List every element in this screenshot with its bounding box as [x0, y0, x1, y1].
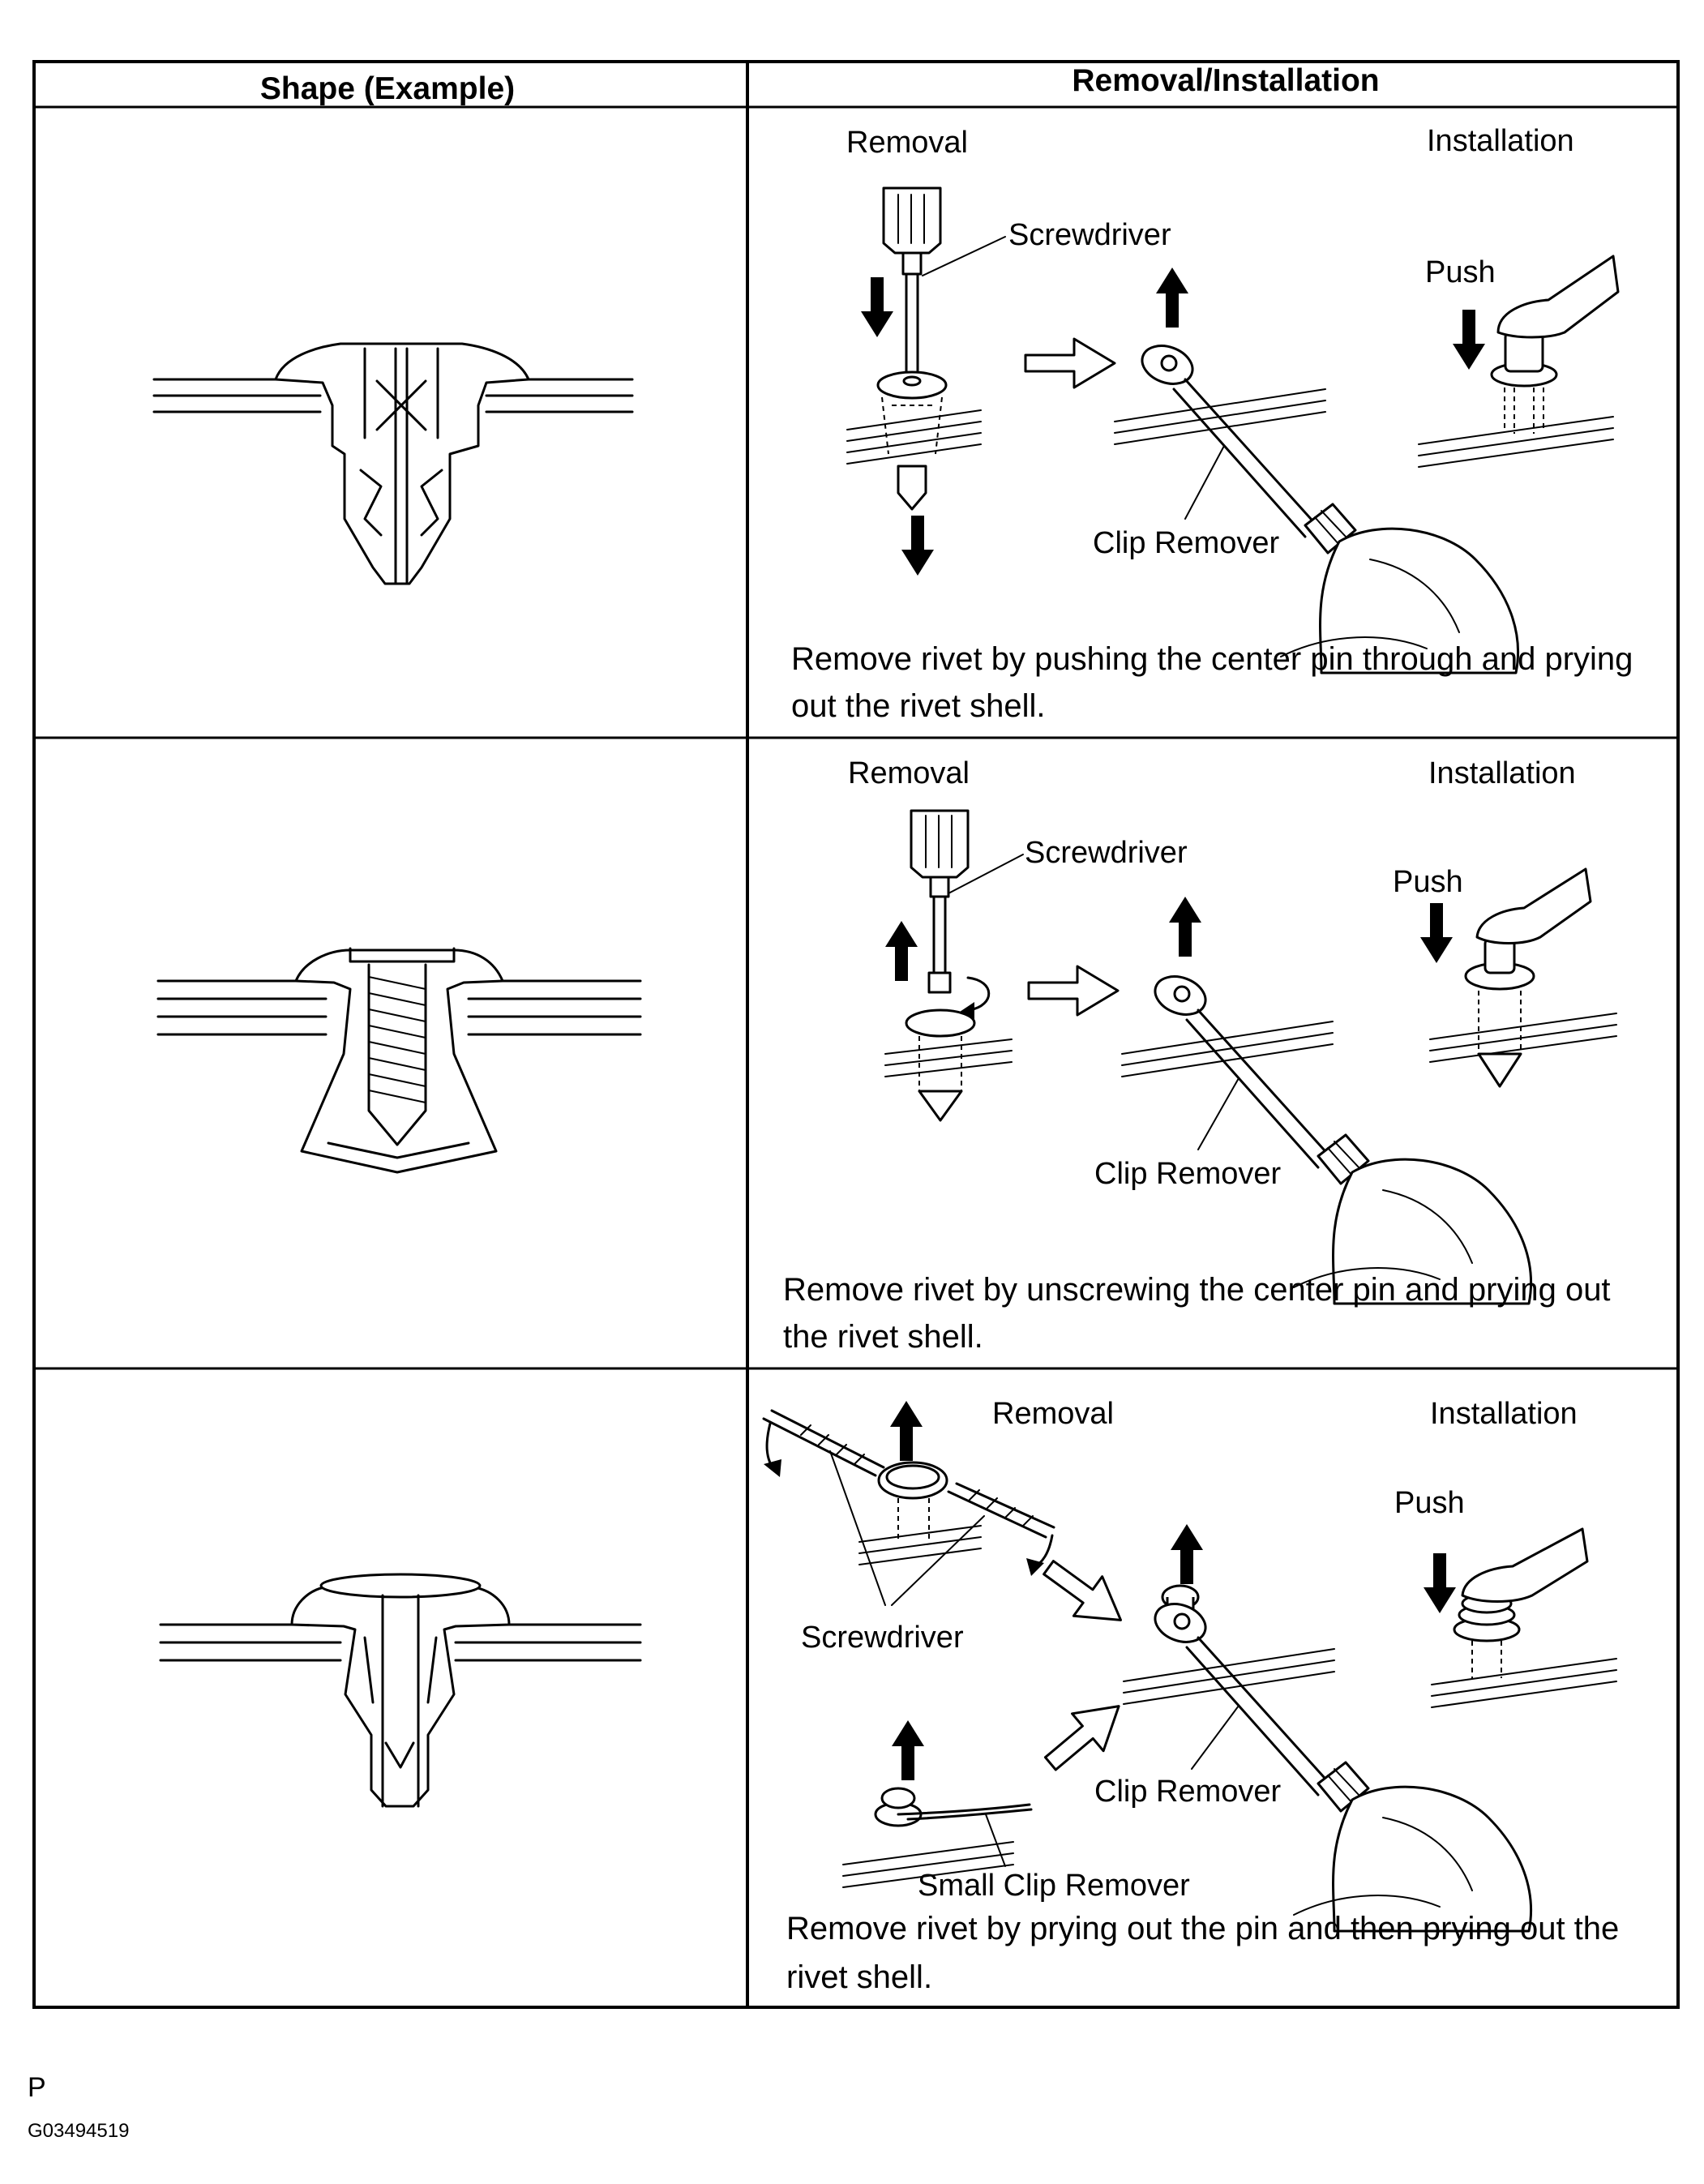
removal-figure-1: [846, 186, 1006, 576]
hollow-arrow-3b: [1034, 1686, 1136, 1784]
header-shape: Shape (Example): [260, 71, 515, 106]
push-label-3: Push: [1394, 1486, 1465, 1520]
row-3: Removal Screwdriver Small Clip Remover C…: [159, 1397, 1619, 1995]
caption-3-line-2: rivet shell.: [786, 1959, 932, 1995]
row-1: Removal Screwdriver Clip Remover Install…: [152, 124, 1633, 724]
header-removal-installation: Removal/Installation: [1072, 63, 1379, 98]
clip-remover-figure-3: [1123, 1524, 1533, 1933]
caption-2-line-1: Remove rivet by unscrewing the center pi…: [783, 1272, 1611, 1308]
installation-label-2: Installation: [1428, 756, 1576, 790]
table-frame: [32, 60, 1680, 2009]
screwdriver-label-2: Screwdriver: [1025, 836, 1188, 870]
removal-figure-2: [884, 809, 1024, 1122]
clip-remover-label-3: Clip Remover: [1094, 1775, 1282, 1809]
push-label-1: Push: [1425, 255, 1496, 289]
footer-figure-code: G03494519: [28, 2120, 129, 2142]
installation-figure-3: [1424, 1527, 1617, 1708]
screwdriver-label-1: Screwdriver: [1008, 218, 1171, 252]
rivet-shape-1: [152, 342, 634, 585]
caption-1-line-1: Remove rivet by pushing the center pin t…: [791, 641, 1633, 677]
removal-label-3: Removal: [992, 1397, 1114, 1431]
clip-remover-figure-2: [1121, 897, 1533, 1305]
installation-label-3: Installation: [1430, 1397, 1578, 1431]
caption-2-line-2: the rivet shell.: [783, 1319, 983, 1355]
installation-figure-2: [1420, 867, 1617, 1088]
clip-remover-figure-1: [1114, 268, 1520, 674]
hollow-arrow-2: [1027, 965, 1120, 1017]
row-2: Removal Screwdriver Clip Remover Install…: [156, 756, 1617, 1355]
removal-label-1: Removal: [846, 126, 968, 160]
removal-label-2: Removal: [848, 756, 970, 790]
hollow-arrow-3a: [1033, 1546, 1137, 1642]
installation-figure-1: [1418, 255, 1620, 468]
screwdriver-label-3: Screwdriver: [801, 1621, 964, 1655]
clip-remover-label-1: Clip Remover: [1093, 526, 1280, 560]
small-clip-remover-figure: [842, 1720, 1033, 1888]
small-clip-remover-label: Small Clip Remover: [918, 1869, 1190, 1903]
clip-remover-label-2: Clip Remover: [1094, 1157, 1282, 1191]
removal-figure-3: [762, 1401, 1055, 1606]
caption-1-line-2: out the rivet shell.: [791, 688, 1046, 724]
installation-label-1: Installation: [1427, 124, 1574, 158]
hollow-arrow-1: [1024, 337, 1116, 389]
footer-page-letter: P: [28, 2072, 46, 2103]
caption-3-line-1: Remove rivet by prying out the pin and t…: [786, 1911, 1619, 1946]
push-label-2: Push: [1393, 865, 1463, 899]
rivet-shape-3: [159, 1573, 642, 1808]
rivet-shape-2: [156, 947, 642, 1174]
